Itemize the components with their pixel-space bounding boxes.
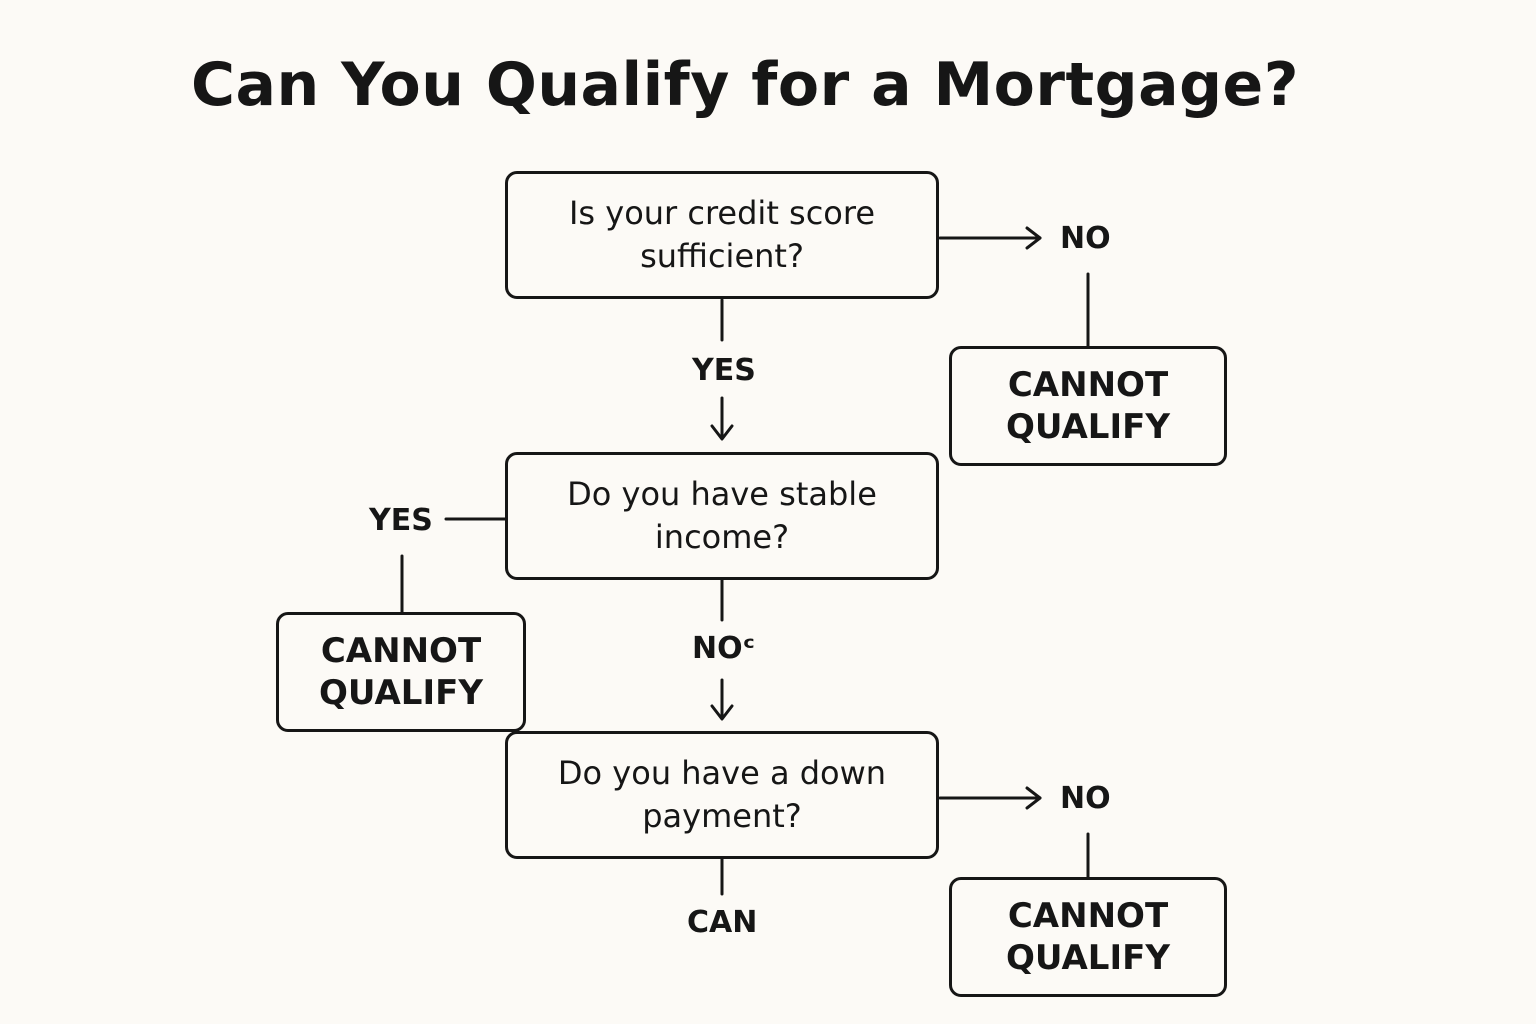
outcome-cannot-qualify-income: CANNOT QUALIFY <box>276 612 526 732</box>
edge-label-q3-can: CAN <box>687 905 758 940</box>
edge-label-q2-no: NOᶜ <box>692 631 756 666</box>
q1-no-arrow-head <box>1025 226 1042 250</box>
edge-label-q1-no: NO <box>1060 221 1111 256</box>
edge-label-q2-yes: YES <box>369 503 433 538</box>
question-credit-score: Is your credit score sufficient? <box>505 171 939 299</box>
outcome-cannot-qualify-income-text: CANNOT QUALIFY <box>319 631 483 713</box>
q1-yes-arrow-head <box>710 424 734 441</box>
outcome-cannot-qualify-credit: CANNOT QUALIFY <box>949 346 1227 466</box>
outcome-cannot-qualify-down-payment: CANNOT QUALIFY <box>949 877 1227 997</box>
question-down-payment: Do you have a down payment? <box>505 731 939 859</box>
q3-no-arrow-head <box>1025 786 1042 810</box>
edge-label-q1-yes: YES <box>692 353 756 388</box>
question-stable-income: Do you have stable income? <box>505 452 939 580</box>
page-title: Can You Qualify for a Mortgage? <box>190 50 1300 120</box>
edge-label-q3-no: NO <box>1060 781 1111 816</box>
outcome-cannot-qualify-credit-text: CANNOT QUALIFY <box>1006 365 1170 447</box>
q2-no-arrow-head <box>710 704 734 721</box>
question-down-payment-text: Do you have a down payment? <box>557 754 887 835</box>
question-credit-score-text: Is your credit score sufficient? <box>568 194 876 275</box>
question-stable-income-text: Do you have stable income? <box>567 475 877 556</box>
outcome-cannot-qualify-down-payment-text: CANNOT QUALIFY <box>1006 896 1170 978</box>
